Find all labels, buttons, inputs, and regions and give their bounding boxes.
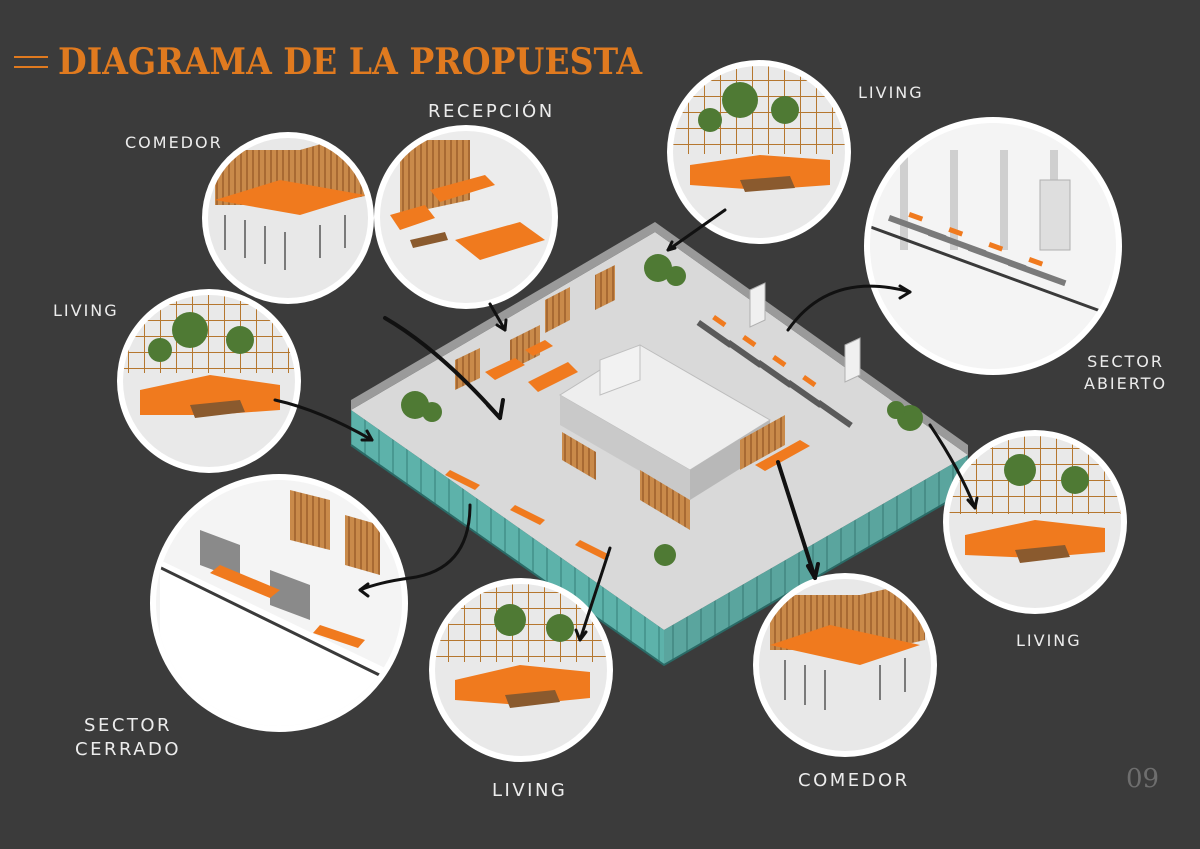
living-bottom-vignette [429,578,613,762]
label-living-bottom: LIVING [492,780,568,801]
isometric-floor [350,222,969,667]
sector-cerrado-vignette [150,474,408,732]
sector-abierto-vignette [864,117,1122,375]
label-sector-abierto: SECTOR ABIERTO [1084,352,1168,393]
comedor-top-vignette [202,132,374,304]
page-title: DIAGRAMA DE LA PROPUESTA [58,41,643,83]
label-sector-cerrado: SECTOR CERRADO [75,715,182,761]
menu-lines-icon [14,54,48,70]
comedor-bottom-vignette [753,573,937,757]
label-living-left: LIVING [53,301,119,320]
living-left-vignette [117,289,301,473]
page-number: 09 [1126,764,1160,794]
living-top-vignette [667,60,851,244]
label-living-top: LIVING [858,83,924,102]
recepcion-vignette [374,125,558,309]
label-recepcion: RECEPCIÓN [428,101,555,122]
label-comedor-bottom: COMEDOR [798,770,910,791]
label-living-right: LIVING [1016,631,1082,650]
living-right-vignette [943,430,1127,614]
connector-arrows [273,208,979,642]
label-comedor-top: COMEDOR [125,133,223,152]
page-header: DIAGRAMA DE LA PROPUESTA [14,40,693,84]
